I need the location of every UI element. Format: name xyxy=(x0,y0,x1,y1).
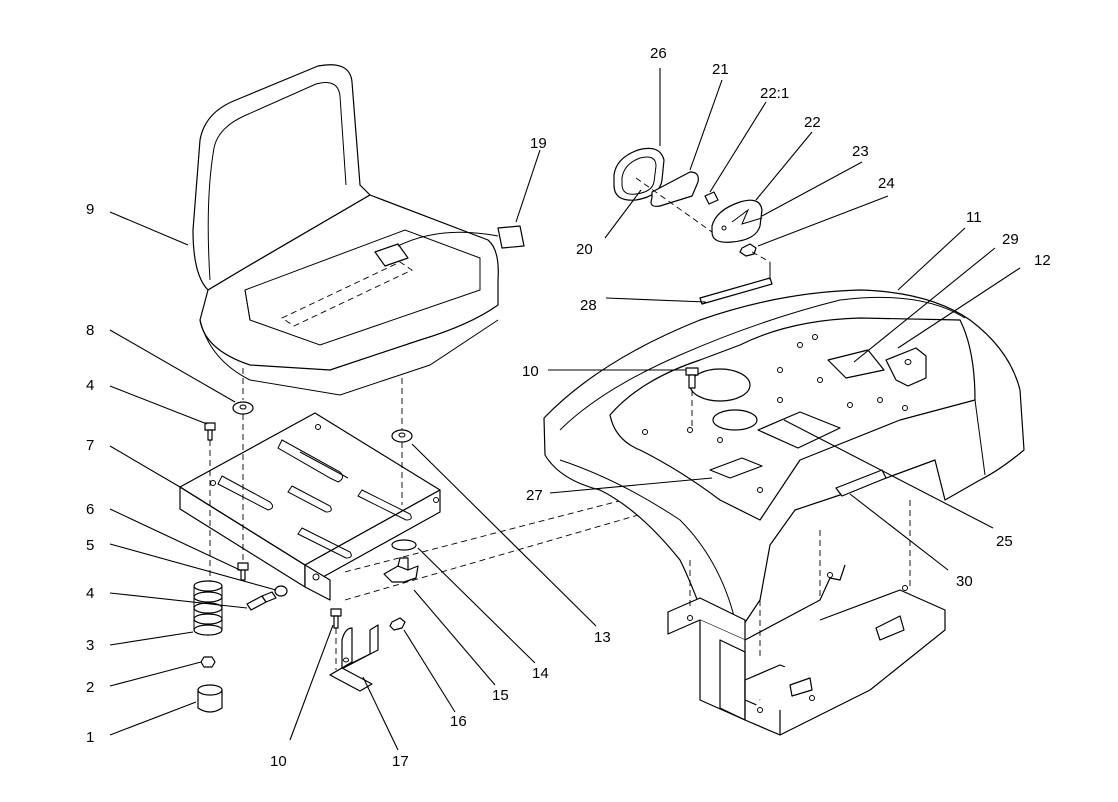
callout-8: 8 xyxy=(86,322,94,339)
callout-30: 30 xyxy=(956,573,973,590)
callout-14: 14 xyxy=(532,665,549,682)
callout-10-upper: 10 xyxy=(522,363,539,380)
callout-23: 23 xyxy=(852,143,869,160)
bracket-12 xyxy=(885,347,927,387)
bolt-6 xyxy=(237,562,249,581)
knob-15 xyxy=(383,557,419,583)
nut-2 xyxy=(200,656,216,668)
bolt-4-lower xyxy=(246,591,277,611)
callout-6: 6 xyxy=(86,501,94,518)
callout-12: 12 xyxy=(1034,252,1051,269)
seat xyxy=(192,64,525,396)
washer-14 xyxy=(391,539,417,551)
callout-29: 29 xyxy=(1002,231,1019,248)
callout-22-1: 22:1 xyxy=(760,85,789,102)
callout-4-lower: 4 xyxy=(86,585,94,602)
callout-11: 11 xyxy=(966,209,982,226)
callout-13: 13 xyxy=(594,629,611,646)
callout-10-lower: 10 xyxy=(270,753,287,770)
callout-28: 28 xyxy=(580,297,597,314)
bolt-10-lower xyxy=(330,608,342,629)
callout-19: 19 xyxy=(530,135,547,152)
callout-1: 1 xyxy=(86,729,94,746)
callout-24: 24 xyxy=(878,175,895,192)
spring-3 xyxy=(193,580,223,636)
light-assembly xyxy=(613,147,771,280)
bolt-10-upper xyxy=(685,367,699,389)
callout-21: 21 xyxy=(712,61,729,78)
callout-26: 26 xyxy=(650,45,667,62)
callout-2: 2 xyxy=(86,679,94,696)
callout-25: 25 xyxy=(996,533,1013,550)
callout-27: 27 xyxy=(526,487,543,504)
callout-15: 15 xyxy=(492,687,509,704)
callout-20: 20 xyxy=(576,241,593,258)
leader-lines xyxy=(109,68,1021,751)
callout-4-upper: 4 xyxy=(86,377,94,394)
bolt-4-upper xyxy=(204,422,216,441)
seat-plate xyxy=(179,412,441,601)
strip-28 xyxy=(699,277,773,305)
washer-8 xyxy=(232,401,254,415)
callout-7: 7 xyxy=(86,437,94,454)
callout-17: 17 xyxy=(392,753,409,770)
callout-3: 3 xyxy=(86,637,94,654)
callout-9: 9 xyxy=(86,201,94,218)
callout-16: 16 xyxy=(450,713,467,730)
nut-16 xyxy=(389,617,406,631)
bracket-17 xyxy=(329,624,379,692)
washer-5 xyxy=(274,585,288,597)
bumper-1 xyxy=(197,684,223,713)
frame-support xyxy=(667,500,946,736)
fender-pan xyxy=(543,289,1025,631)
callout-5: 5 xyxy=(86,537,94,554)
callout-labels: 1 2 3 4 5 6 7 4 8 9 19 10 17 16 15 14 13… xyxy=(86,45,1051,770)
washer-13 xyxy=(391,429,413,443)
callout-22: 22 xyxy=(804,114,821,131)
